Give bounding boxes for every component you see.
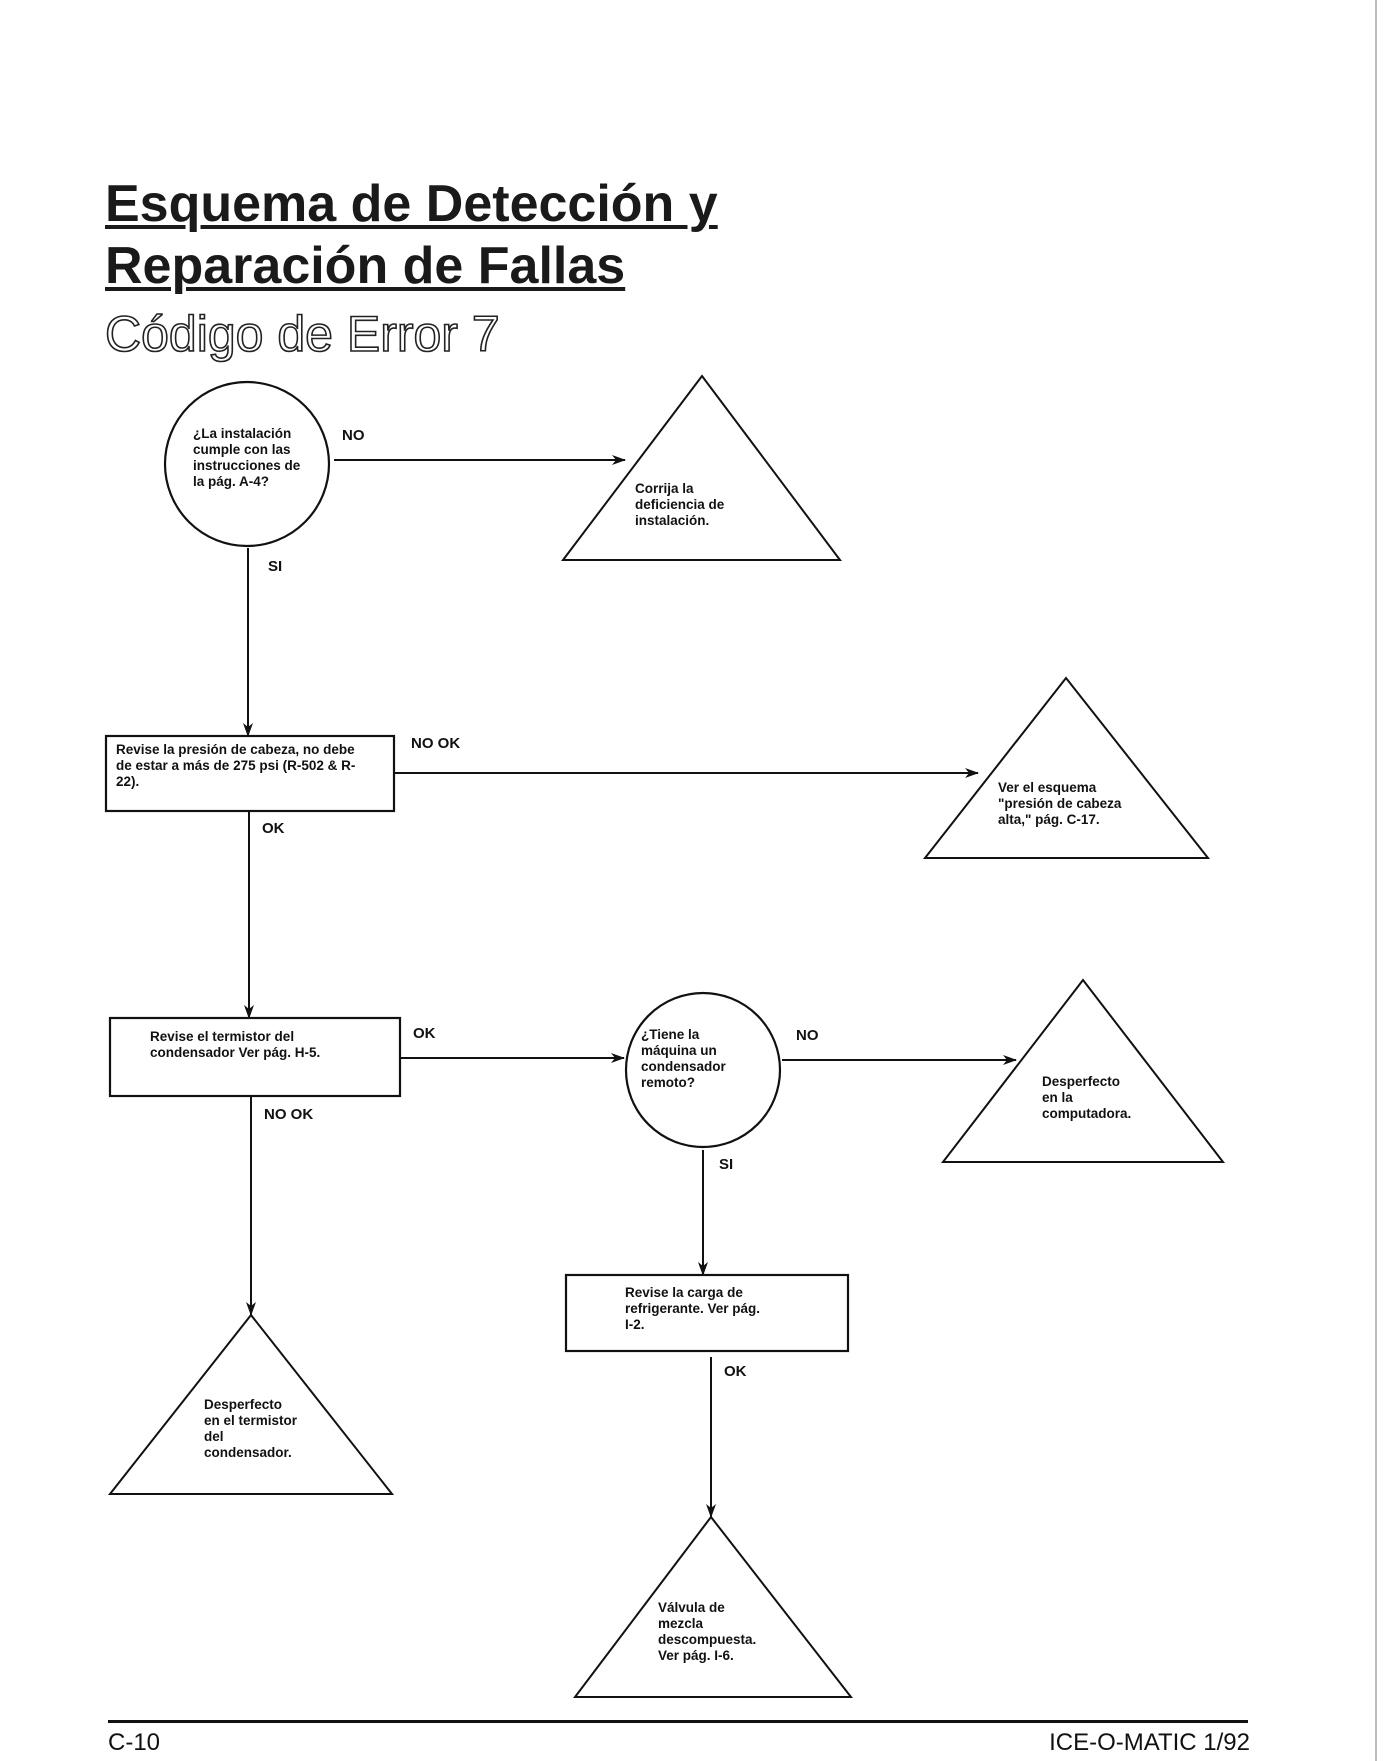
node-text-line: cumple con las [193, 442, 291, 457]
page-title-line-2: Reparación de Fallas [105, 237, 626, 295]
process-box [108, 1016, 402, 1098]
page-subtitle: Código de Error 7 [104, 305, 500, 363]
node-text-line: Ver pág. I-6. [658, 1648, 734, 1663]
node-text-line: I-2. [625, 1317, 645, 1332]
node-text-line: refrigerante. Ver pág. [625, 1301, 760, 1316]
node-text-line: en la [1042, 1090, 1073, 1105]
node-text-line: la pág. A-4? [193, 474, 269, 489]
footer-publication: ICE-O-MATIC 1/92 [1049, 1729, 1250, 1756]
page-edge [1375, 0, 1377, 1761]
node-text-line: instrucciones de [193, 458, 301, 473]
decision-circle [163, 380, 331, 548]
node-text-line: Revise la presión de cabeza, no debe [116, 742, 355, 757]
node-text-line: mezcla [658, 1616, 704, 1631]
footer-page-number: C-10 [108, 1729, 161, 1756]
node-text-line: computadora. [1042, 1106, 1131, 1121]
node-text-line: Válvula de [658, 1600, 725, 1615]
outcome-triangle [560, 374, 842, 561]
node-text-line: condensador Ver pág. H-5. [150, 1045, 320, 1060]
outcome-triangle [107, 1313, 395, 1495]
outcome-triangle [940, 978, 1226, 1163]
outcome-triangle [922, 676, 1211, 859]
footer-rule [108, 1720, 1248, 1723]
node-text-line: Desperfecto [1042, 1074, 1120, 1089]
edge-label-check_head_pressure-to-see_high_pressure: NO OK [411, 735, 460, 752]
node-text-line: del [204, 1429, 224, 1444]
node-text-line: Corrija la [635, 481, 694, 496]
node-text-line: Revise la carga de [625, 1285, 743, 1300]
edge-label-q_remote_condenser-to-check_refrigerant: SI [719, 1156, 733, 1173]
node-text-line: condensador [641, 1059, 727, 1074]
node-text-line: Ver el esquema [998, 780, 1097, 795]
node-text-line: 22). [116, 774, 139, 789]
node-text-line: en el termistor [204, 1413, 298, 1428]
node-text-line: Revise el termistor del [150, 1029, 294, 1044]
node-text-line: deficiencia de [635, 497, 725, 512]
edges-layer: NO SI NO OK OK OK NO OK NO SI OK [243, 427, 1017, 1518]
node-text-line: descompuesta. [658, 1632, 756, 1647]
node-text-line: ¿Tiene la [641, 1027, 700, 1042]
node-text-line: ¿La instalación [193, 426, 291, 441]
node-text-line: "presión de cabeza [998, 796, 1122, 811]
decision-circle [624, 991, 782, 1149]
edge-label-check_head_pressure-to-check_thermistor: OK [262, 820, 285, 837]
node-text-line: máquina un [641, 1043, 717, 1058]
node-text-line: Desperfecto [204, 1397, 282, 1412]
outcome-triangle [572, 1515, 854, 1698]
node-text-line: alta," pág. C-17. [998, 812, 1100, 827]
edge-label-q_remote_condenser-to-computer_fault: NO [796, 1027, 819, 1044]
node-text-line: instalación. [635, 513, 709, 528]
page-title-line-1: Esquema de Detección y [105, 175, 718, 233]
node-text-line: condensador. [204, 1445, 292, 1460]
process-box [104, 734, 396, 813]
edge-label-q_installation-to-check_head_pressure: SI [268, 558, 282, 575]
edge-label-check_thermistor-to-thermistor_fault: NO OK [264, 1106, 313, 1123]
node-text-line: de estar a más de 275 psi (R-502 & R- [116, 758, 355, 773]
edge-label-q_installation-to-fix_installation: NO [342, 427, 365, 444]
node-text-line: remoto? [641, 1075, 695, 1090]
process-box [564, 1273, 850, 1353]
edge-label-check_thermistor-to-q_remote_condenser: OK [413, 1025, 436, 1042]
edge-label-check_refrigerant-to-mixing_valve: OK [724, 1363, 747, 1380]
